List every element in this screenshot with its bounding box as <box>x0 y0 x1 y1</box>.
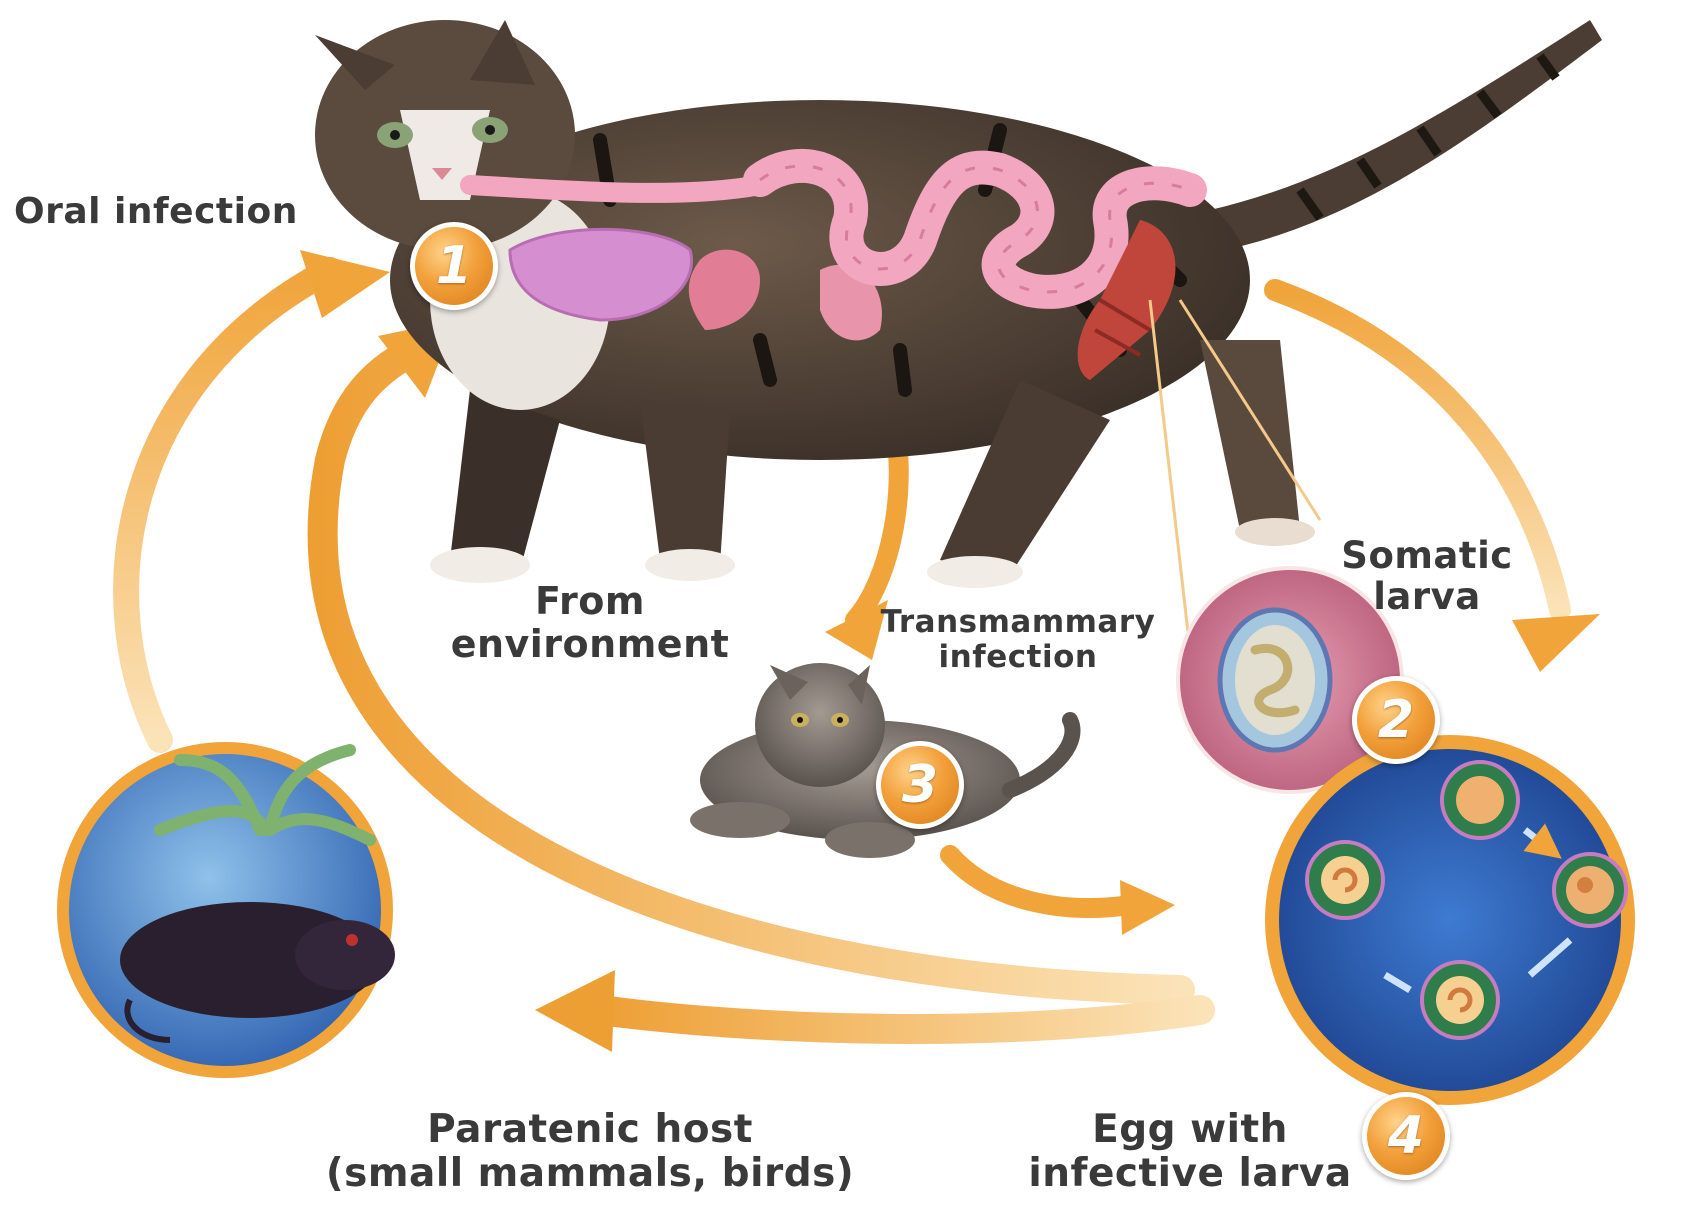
label-somatic-line2: larva <box>1312 576 1542 617</box>
step-badge-4: 4 <box>1362 1092 1450 1180</box>
label-from-environment-line2: environment <box>440 623 740 666</box>
label-paratenic-line1: Paratenic host <box>310 1108 870 1152</box>
step-badge-2: 2 <box>1352 676 1440 764</box>
step-badge-3: 3 <box>876 741 964 829</box>
label-paratenic-host: Paratenic host (small mammals, birds) <box>310 1108 870 1195</box>
label-from-environment-line1: From <box>440 580 740 623</box>
mouse-icon <box>63 748 395 1072</box>
label-from-environment: From environment <box>440 580 740 665</box>
label-transmammary-line2: infection <box>868 640 1168 675</box>
label-paratenic-line2: (small mammals, birds) <box>310 1152 870 1196</box>
label-somatic-larva: Somatic larva <box>1312 535 1542 618</box>
label-egg-infective-larva: Egg with infective larva <box>1010 1108 1370 1195</box>
label-transmammary-line1: Transmammary <box>868 605 1168 640</box>
label-oral-infection: Oral infection <box>14 192 298 232</box>
label-egg-line1: Egg with <box>1010 1108 1370 1152</box>
arrow-kitten-to-egg-head <box>1120 880 1175 935</box>
label-egg-line2: infective larva <box>1010 1152 1370 1196</box>
adult-cat-icon <box>315 20 1602 588</box>
arrow-outer-left-head <box>300 250 390 318</box>
arrow-right-arc-head <box>1512 614 1600 672</box>
label-somatic-line1: Somatic <box>1312 535 1542 576</box>
arrow-egg-to-host <box>600 1010 1200 1029</box>
egg-development-icon <box>1272 742 1628 1098</box>
arrow-egg-to-host-head <box>535 970 615 1052</box>
step-badge-1: 1 <box>410 222 498 310</box>
arrow-kitten-to-egg <box>950 855 1130 908</box>
kitten-icon <box>690 663 1073 858</box>
arrow-outer-left <box>126 270 330 740</box>
label-transmammary-infection: Transmammary infection <box>868 605 1168 674</box>
